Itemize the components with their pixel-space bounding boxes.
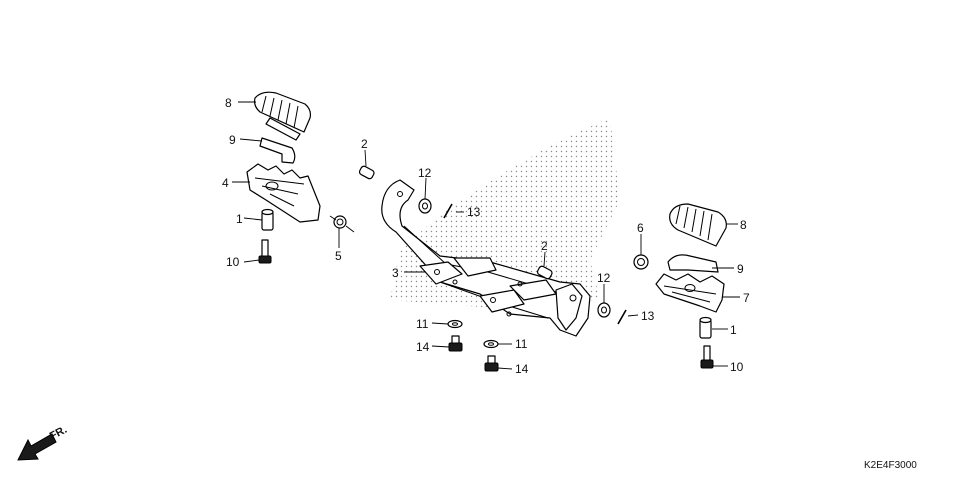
callout-left-plate: 9 [229, 133, 236, 147]
washer-a [447, 319, 463, 329]
left-pin [358, 165, 375, 180]
callout-left-collar: 1 [236, 212, 243, 226]
callout-right-footpeg-rubber: 8 [740, 218, 747, 232]
callout-right-pin: 2 [541, 239, 548, 253]
right-washer [597, 302, 611, 318]
callout-washer-a: 11 [416, 317, 429, 331]
callout-bolt-b: 14 [515, 362, 529, 376]
callout-right-washer: 12 [597, 271, 611, 285]
front-direction-arrow [17, 433, 57, 461]
right-spring [633, 254, 649, 270]
bolt-a [448, 335, 463, 352]
callout-right-bolt: 10 [730, 360, 744, 374]
callout-left-cotter-pin: 13 [467, 205, 481, 219]
callout-right-plate: 9 [737, 262, 744, 276]
left-washer [418, 198, 432, 214]
callout-bolt-a: 14 [416, 340, 430, 354]
right-collar [699, 316, 712, 339]
left-spring [329, 215, 355, 233]
callout-left-washer: 12 [418, 166, 432, 180]
callout-right-spring: 6 [637, 221, 644, 235]
right-footpeg-rubber [669, 203, 727, 247]
left-plate [259, 137, 296, 164]
callout-right-collar: 1 [730, 323, 737, 337]
callout-right-cotter-pin: 13 [641, 309, 655, 323]
callout-left-pin: 2 [361, 137, 368, 151]
washer-b [483, 339, 499, 349]
right-plate [667, 254, 719, 273]
callout-main-bracket: 3 [392, 266, 399, 280]
right-pin [536, 265, 553, 280]
left-footpeg-bracket [246, 163, 321, 223]
callout-left-footpeg-bracket: 4 [222, 176, 229, 190]
callout-left-footpeg-rubber: 8 [225, 96, 232, 110]
main-step-bracket [381, 179, 591, 337]
left-collar [261, 208, 274, 231]
front-direction-label: FR. [48, 424, 69, 443]
right-footpeg-bracket [655, 273, 725, 313]
right-bolt [700, 345, 714, 369]
callout-washer-b: 11 [515, 337, 528, 351]
drawing-code: K2E4F3000 [864, 460, 917, 471]
leader-lines [232, 101, 740, 370]
callout-left-spring: 5 [335, 249, 342, 263]
left-bolt [258, 239, 272, 264]
callout-right-footpeg-bracket: 7 [743, 291, 750, 305]
bolt-b [484, 355, 499, 372]
right-cotter-pin [617, 309, 627, 325]
left-footpeg-rubber [253, 91, 312, 141]
callout-left-bolt: 10 [226, 255, 240, 269]
left-cotter-pin [443, 203, 453, 219]
